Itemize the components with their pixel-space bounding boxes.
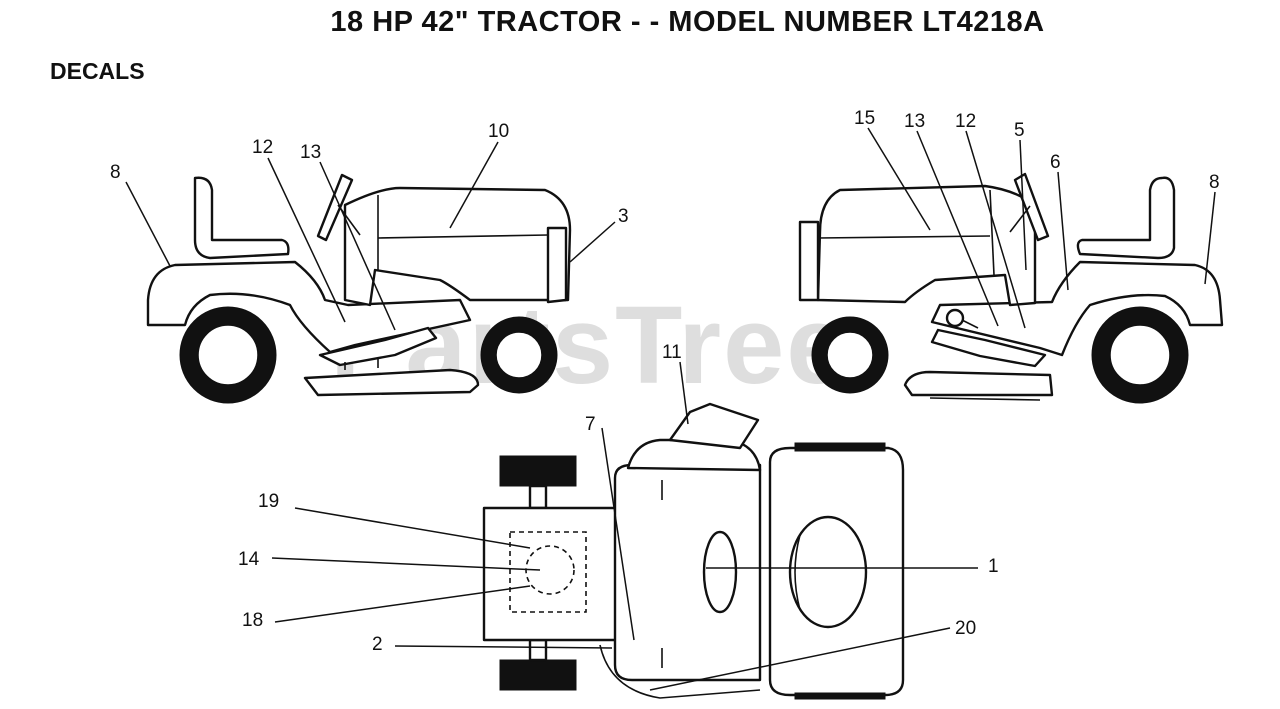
callout-right-5: 5 xyxy=(1014,120,1025,141)
section-label: DECALS xyxy=(50,58,145,84)
callout-numbers: 8 12 13 10 3 15 13 12 5 6 8 11 7 19 14 1… xyxy=(110,108,1220,655)
callout-left-8: 8 xyxy=(110,162,121,183)
callout-left-13: 13 xyxy=(300,142,321,163)
callout-right-13: 13 xyxy=(904,111,925,132)
tractor-left-side-view xyxy=(146,173,572,404)
callout-top-20: 20 xyxy=(955,618,976,639)
callout-top-14: 14 xyxy=(238,549,260,570)
callout-left-12: 12 xyxy=(252,137,273,158)
callout-right-15: 15 xyxy=(854,108,875,129)
callout-right-12: 12 xyxy=(955,111,976,132)
callout-right-8: 8 xyxy=(1209,172,1220,193)
tractor-right-side-view xyxy=(798,172,1224,404)
callout-right-6: 6 xyxy=(1050,152,1061,173)
callout-top-18: 18 xyxy=(242,610,263,631)
callout-top-2: 2 xyxy=(372,634,383,655)
page-title: 18 HP 42" TRACTOR - - MODEL NUMBER LT421… xyxy=(330,6,1045,38)
callout-left-3: 3 xyxy=(618,206,629,227)
callout-top-11: 11 xyxy=(662,342,682,363)
tractor-top-view xyxy=(482,402,905,700)
callout-top-1: 1 xyxy=(988,556,999,577)
callout-top-19: 19 xyxy=(258,491,279,512)
callout-top-7: 7 xyxy=(585,414,596,435)
leader-lines xyxy=(125,127,1216,691)
callout-left-10: 10 xyxy=(488,121,509,142)
